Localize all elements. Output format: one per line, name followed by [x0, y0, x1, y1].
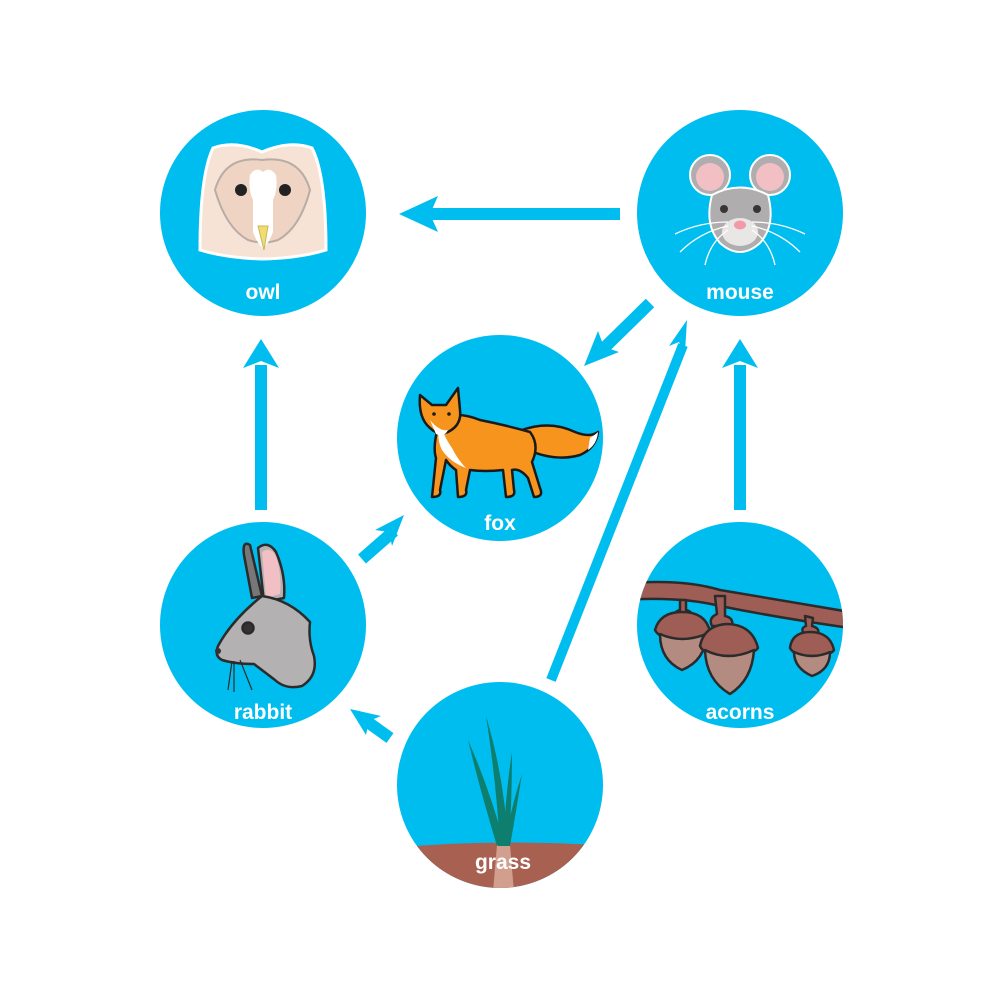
arrow-mouse-to-owl: [399, 196, 620, 232]
grass-label: grass: [475, 851, 531, 874]
mouse-face-icon: [674, 154, 806, 266]
node-rabbit[interactable]: rabbit: [160, 522, 366, 728]
rabbit-head-icon: [215, 542, 316, 692]
node-owl[interactable]: owl: [160, 110, 366, 316]
arrows: [243, 196, 758, 743]
fox-icon: [418, 386, 600, 499]
node-grass[interactable]: grass: [390, 682, 610, 900]
node-acorns[interactable]: acorns: [620, 522, 850, 728]
owl-face-icon: [198, 143, 328, 261]
owl-label: owl: [246, 281, 281, 304]
mouse-label: mouse: [706, 281, 774, 304]
arrow-mouse-to-fox: [584, 298, 655, 366]
arrow-grass-to-rabbit: [350, 709, 394, 743]
arrow-grass-to-mouse: [546, 320, 688, 682]
acorns-icon: [637, 580, 843, 696]
node-fox[interactable]: fox: [397, 335, 603, 541]
acorns-label: acorns: [706, 701, 775, 724]
arrow-rabbit-to-owl: [243, 339, 279, 510]
node-mouse[interactable]: mouse: [637, 110, 843, 316]
rabbit-label: rabbit: [234, 701, 292, 724]
fox-label: fox: [484, 512, 516, 535]
arrow-rabbit-to-fox: [358, 515, 404, 564]
arrow-acorns-to-mouse: [722, 339, 758, 510]
